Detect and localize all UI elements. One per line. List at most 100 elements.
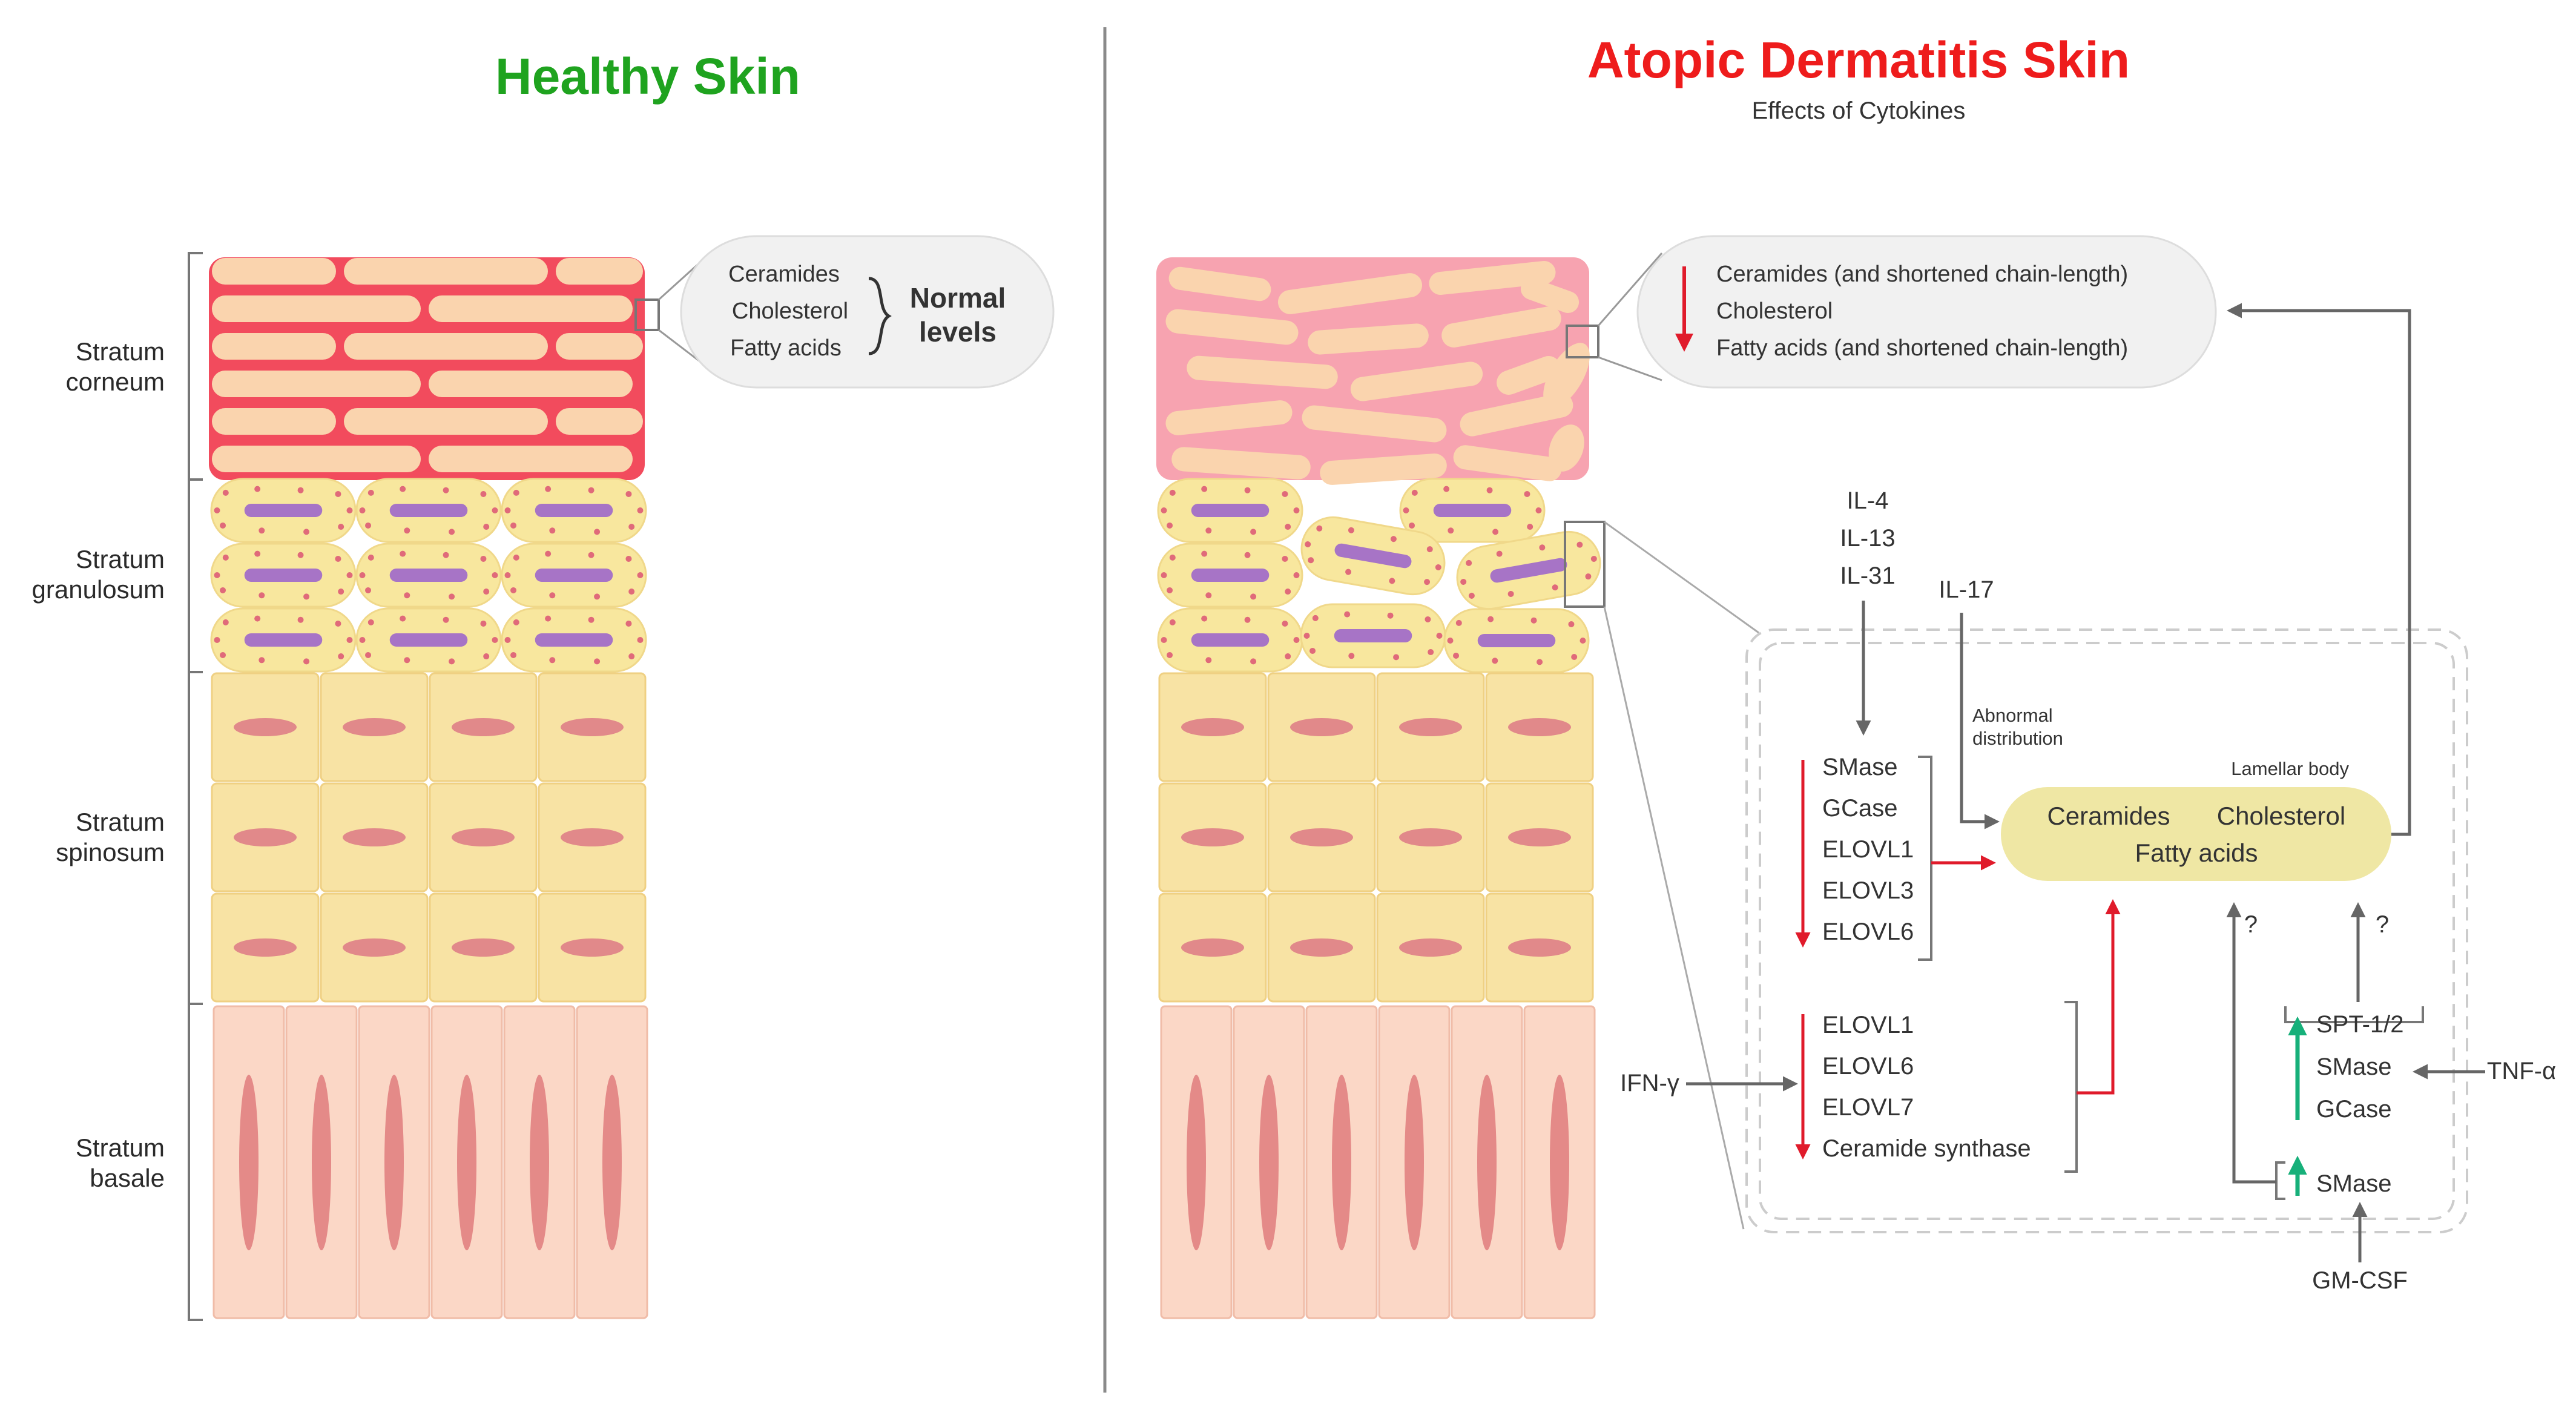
corneocyte <box>212 446 421 472</box>
nucleus <box>561 828 624 846</box>
enzyme-label: ELOVL1 <box>1822 1012 1914 1038</box>
zoom-line <box>1597 252 1663 326</box>
nucleus <box>1290 718 1353 736</box>
corneocyte <box>429 371 633 397</box>
granular-cell <box>1300 603 1446 668</box>
corneocyte <box>344 408 548 435</box>
lamellar-body <box>2001 787 2391 881</box>
granular-cell <box>210 607 357 673</box>
nucleus <box>312 1075 331 1250</box>
nucleus <box>1405 1075 1424 1250</box>
granulosum-zoom-box <box>1564 521 1606 608</box>
mechanism-box-outer <box>1745 628 2468 1233</box>
corneocyte <box>1543 343 1590 408</box>
corneocyte <box>1165 400 1293 435</box>
nucleus <box>343 718 406 736</box>
corneocyte <box>1441 306 1561 348</box>
granular-cell <box>355 607 502 673</box>
healthy-stratum-basale <box>212 1005 648 1319</box>
granular-cell <box>501 542 647 608</box>
corneocyte <box>212 333 336 360</box>
corneocyte <box>1497 356 1561 395</box>
nucleus <box>1290 938 1353 957</box>
corneocyte <box>1453 445 1562 481</box>
granular-cell <box>1399 478 1546 543</box>
nucleus <box>457 1075 476 1250</box>
cytokine-label: IL-31 <box>1840 562 1895 589</box>
lamellar-lipid: Cholesterol <box>2217 802 2345 830</box>
nucleus <box>602 1075 622 1250</box>
cytokine-label: IL-13 <box>1840 525 1895 552</box>
arrow-group2-to-lamellar <box>2077 899 2121 1095</box>
group-bracket <box>1918 756 1932 961</box>
nucleus <box>561 718 624 736</box>
nucleus <box>452 938 515 957</box>
corneocyte <box>1168 266 1271 302</box>
granular-cell <box>1157 542 1303 608</box>
question-mark: ? <box>2376 911 2389 938</box>
granular-cell <box>1157 607 1303 673</box>
group-bracket <box>2275 1161 2285 1200</box>
nucleus <box>1399 718 1462 736</box>
enzyme-label: SMase <box>2316 1054 2392 1080</box>
corneocyte <box>556 333 643 360</box>
corneocyte <box>344 333 548 360</box>
granular-cell <box>501 607 647 673</box>
zoom-line <box>1604 521 1759 634</box>
healthy-lipid: Fatty acids <box>730 335 842 361</box>
corneocyte <box>1429 261 1556 295</box>
granular-cell <box>210 478 357 543</box>
group-bracket <box>2284 1006 2424 1023</box>
ad-subtitle: Effects of Cytokines <box>1752 97 1966 124</box>
nucleus <box>239 1075 259 1250</box>
nucleus <box>452 828 515 846</box>
healthy-title: Healthy Skin <box>495 48 800 105</box>
enzyme-label: SPT-1/2 <box>2316 1011 2404 1038</box>
granular-cell <box>1443 608 1590 673</box>
corneocyte <box>429 446 633 472</box>
healthy-lipid: Cholesterol <box>732 298 848 324</box>
gm-csf-label: GM-CSF <box>2312 1267 2408 1294</box>
nucleus <box>1399 938 1462 957</box>
zoom-line <box>1598 356 1662 381</box>
granular-cell <box>501 478 647 543</box>
ad-lipid: Fatty acids (and shortened chain-length) <box>1716 335 2128 361</box>
cytokine-label: IL-4 <box>1847 487 1889 514</box>
ad-stratum-basale <box>1160 1005 1596 1319</box>
corneocyte <box>1302 405 1447 443</box>
ad-lipid-callout <box>1636 235 2217 389</box>
question-mark: ? <box>2244 911 2258 938</box>
lamellar-lipid: Ceramides <box>2047 802 2170 830</box>
enzyme-label: ELOVL6 <box>1822 918 1914 945</box>
nucleus <box>343 938 406 957</box>
nucleus <box>234 828 297 846</box>
layer-brackets <box>188 252 203 1321</box>
granular-cell <box>355 542 502 608</box>
nucleus <box>1399 828 1462 846</box>
il17-label: IL-17 <box>1939 576 1994 603</box>
corneocyte <box>556 408 643 435</box>
ad-title: Atopic Dermatitis Skin <box>1587 31 2130 88</box>
corneocyte <box>1277 273 1423 314</box>
granular-cell <box>1157 478 1303 543</box>
healthy-lipid-callout <box>680 235 1055 389</box>
corneocyte <box>1320 453 1447 485</box>
corneocyte <box>1171 447 1311 480</box>
nucleus <box>1508 718 1571 736</box>
nucleus <box>234 718 297 736</box>
nucleus <box>530 1075 549 1250</box>
ifn-gamma-label: IFN-γ <box>1620 1070 1679 1096</box>
enzyme-label: SMase <box>1822 754 1898 780</box>
group-bracket <box>2064 1001 2078 1173</box>
nucleus <box>1290 828 1353 846</box>
enzyme-label: ELOVL6 <box>1822 1053 1914 1080</box>
nucleus <box>1508 938 1571 957</box>
healthy-zoom-box <box>634 298 660 331</box>
lamellar-body-label: Lamellar body <box>2231 758 2349 779</box>
corneocyte <box>1350 361 1483 401</box>
corneocyte <box>212 258 336 285</box>
